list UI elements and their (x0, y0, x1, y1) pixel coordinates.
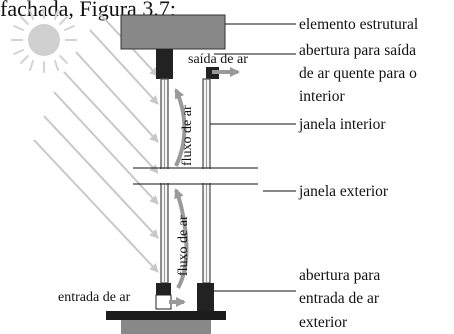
outer-window-top-block (156, 49, 173, 79)
outlet-label-line2: de ar quente para o (299, 65, 417, 82)
leader-lines (210, 23, 296, 292)
outlet-label-line3: interior (299, 88, 345, 105)
air-inlet-label: entrada de ar (58, 290, 131, 305)
airflow-arrows (169, 67, 240, 307)
sun-icon (11, 7, 77, 73)
section-gap (158, 169, 214, 183)
section-break-lines (133, 167, 258, 185)
outer-window-label: janela exterior (298, 183, 389, 200)
bottom-slab-cap (106, 311, 226, 320)
inner-window-label: janela interior (298, 116, 386, 133)
outer-window-bottom-block (156, 283, 171, 295)
structural-element-label: elemento estrutural (299, 16, 418, 33)
airflow-label-upper: fluxo de ar (180, 105, 195, 166)
sun-ray-arrows (33, 13, 159, 273)
inlet-label-line3: exterior (299, 314, 348, 331)
outlet-label-line1: abertura para saída (299, 42, 416, 59)
air-inlet-opening (155, 294, 172, 310)
structural-element-top (120, 14, 226, 50)
airflow-label-lower: fluxo de ar (176, 215, 191, 276)
inlet-label-line1: abertura para (299, 267, 380, 284)
inner-window-bottom-block (197, 283, 214, 311)
structural-element-bottom (121, 320, 211, 334)
air-outlet-label: saída de ar (188, 52, 248, 67)
inlet-label-line2: entrada de ar (299, 290, 380, 307)
